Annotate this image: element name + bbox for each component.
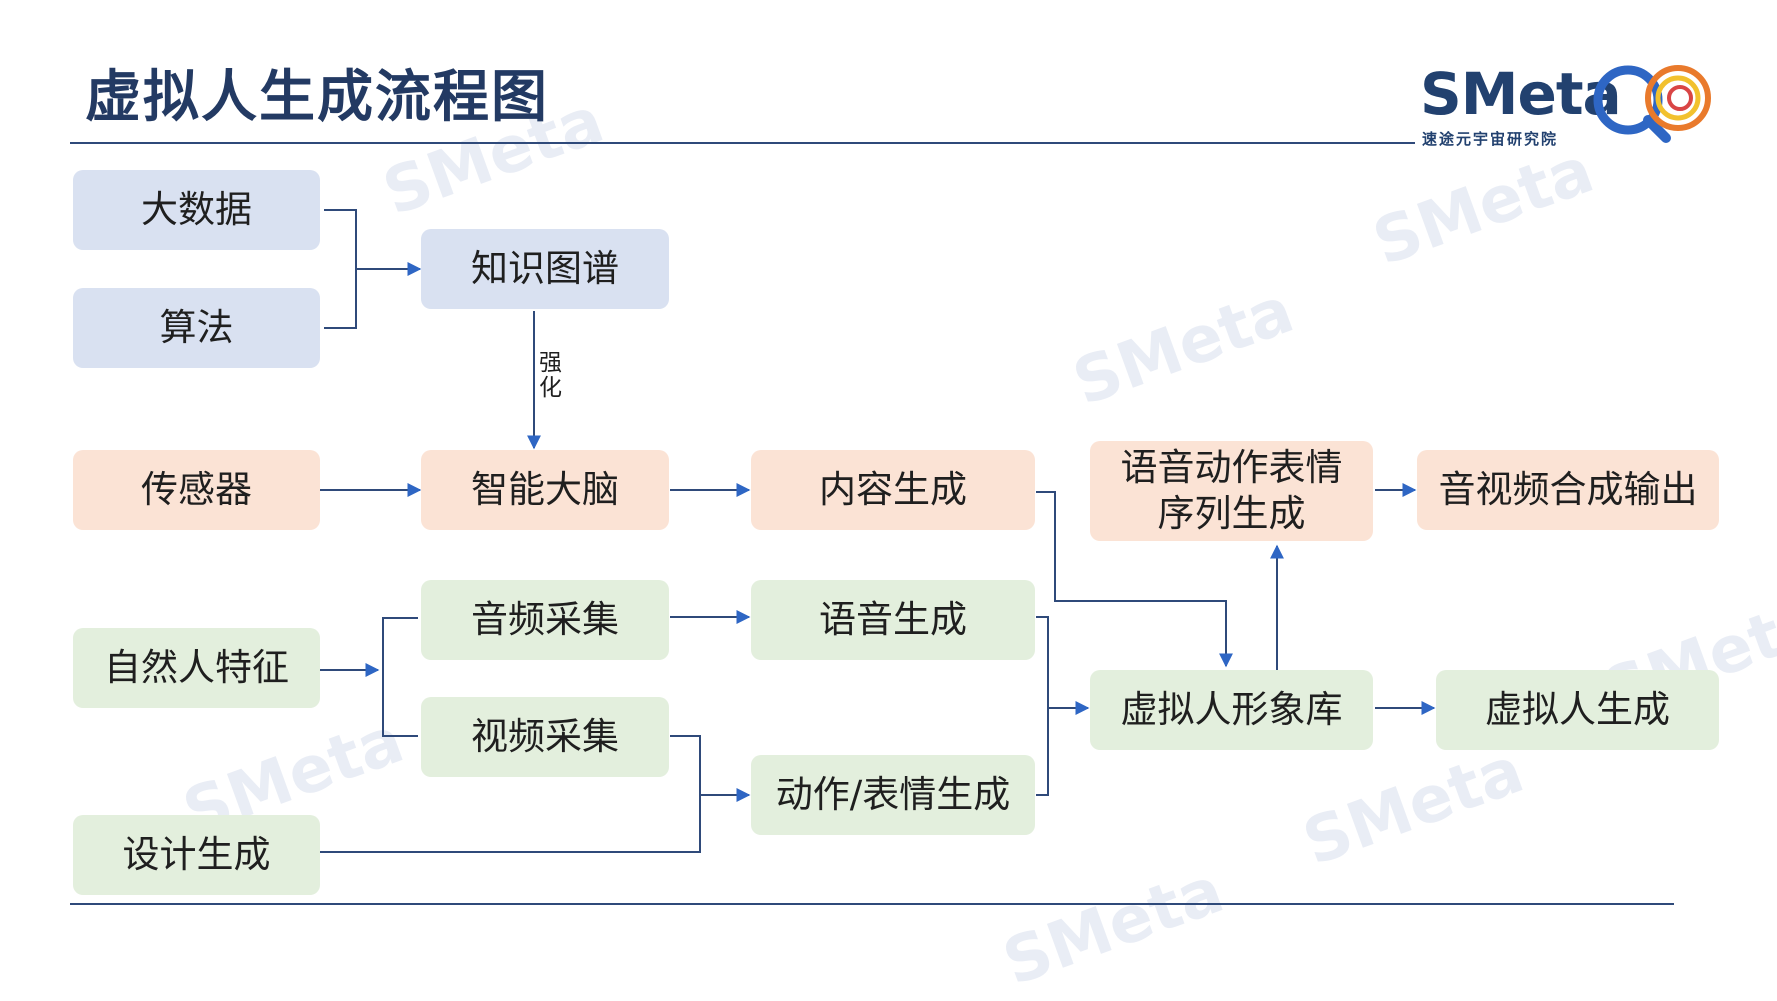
node-knowledge-graph: 知识图谱 (421, 229, 669, 309)
footer-divider (70, 903, 1674, 905)
node-algorithm: 算法 (73, 288, 320, 368)
node-big-data: 大数据 (73, 170, 320, 250)
smeta-logo: SMeta 速途元宇宙研究院 (1420, 60, 1730, 160)
node-sequence-line2: 序列生成 (1157, 492, 1306, 535)
edge-capture-bracket (382, 617, 418, 737)
node-video-capture: 视频采集 (421, 697, 669, 777)
node-sensor: 传感器 (73, 450, 320, 530)
header-divider (70, 142, 1415, 144)
logo-subtitle: 速途元宇宙研究院 (1422, 130, 1559, 148)
logo-wordmark: SMeta (1420, 60, 1622, 128)
node-action-expression: 动作/表情生成 (751, 755, 1035, 835)
node-content-generation: 内容生成 (751, 450, 1035, 530)
node-design-generation: 设计生成 (73, 815, 320, 895)
node-audio-capture: 音频采集 (421, 580, 669, 660)
node-avatar-library: 虚拟人形象库 (1090, 670, 1373, 750)
node-avatar-generation: 虚拟人生成 (1436, 670, 1719, 750)
node-av-output: 音视频合成输出 (1417, 450, 1719, 530)
page-title: 虚拟人生成流程图 (85, 65, 549, 130)
edge-label-reinforce: 强 化 (539, 350, 562, 402)
node-speech-generation: 语音生成 (751, 580, 1035, 660)
edge-content-to-library (1036, 491, 1233, 668)
logo-rings-icon (1593, 65, 1711, 143)
node-natural-features: 自然人特征 (73, 628, 320, 708)
edge-bigdata-bracket (324, 209, 357, 329)
node-speech-action-sequence: 语音动作表情 序列生成 (1090, 441, 1373, 541)
node-smart-brain: 智能大脑 (421, 450, 669, 530)
edge-gen-bracket (1036, 616, 1049, 796)
node-sequence-line1: 语音动作表情 (1120, 445, 1343, 489)
